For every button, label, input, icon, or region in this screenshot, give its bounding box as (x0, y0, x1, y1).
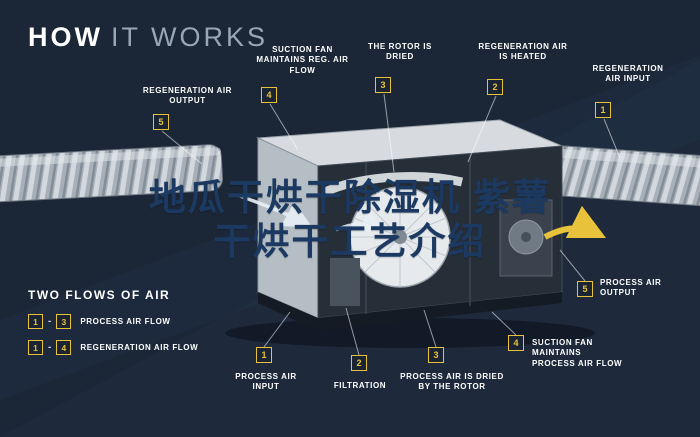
callout-number-4-bottom: 4 (508, 335, 524, 351)
leader-lines (161, 93, 621, 356)
machine-base (258, 292, 562, 331)
legend-num-start-process: 1 (28, 314, 43, 329)
legend-num-start-regen: 1 (28, 340, 43, 355)
legend-dash: - (48, 316, 52, 327)
legend-num-end-process: 3 (56, 314, 72, 329)
callout-regeneration-air-heated: REGENERATION AIR IS HEATED (478, 42, 568, 62)
machine-body (225, 119, 595, 348)
callout-number-2-bottom: 2 (351, 355, 367, 371)
overlay-headline: 地瓜干烘干除湿机 紫薯 干烘干工艺介绍 (0, 176, 700, 263)
process-air-in-arrow (239, 194, 313, 228)
legend-title: TWO FLOWS OF AIR (28, 288, 171, 302)
callout-suction-fan-reg: SUCTION FAN MAINTAINS REG. AIR FLOW (256, 45, 349, 75)
legend-dash: - (48, 342, 52, 353)
overlay-headline-line1: 地瓜干烘干除湿机 紫薯 (148, 177, 552, 218)
callout-number-3-bottom: 3 (428, 347, 444, 363)
callout-filtration: FILTRATION (333, 381, 387, 390)
legend-row-regeneration: 1 - 4 REGENERATION AIR FLOW (28, 340, 198, 355)
callout-number-1-bottom: 1 (256, 347, 272, 363)
airflow-arrows (239, 194, 607, 240)
callout-regeneration-air-input: REGENERATION AIR INPUT (592, 64, 664, 84)
process-air-out-arrow (543, 205, 607, 240)
inner-flow-arrow (335, 209, 386, 232)
callout-number-5-bottom: 5 (577, 281, 593, 297)
callout-number-5-top: 5 (153, 114, 169, 130)
legend-two-flows: TWO FLOWS OF AIR 1 - 3 PROCESS AIR FLOW … (28, 288, 198, 366)
callout-number-1-top: 1 (595, 102, 611, 118)
callout-regeneration-air-output: REGENERATION AIR OUTPUT (142, 86, 233, 106)
legend-label-process: PROCESS AIR FLOW (80, 317, 171, 326)
callout-process-air-input: PROCESS AIR INPUT (235, 372, 297, 392)
legend-row-process: 1 - 3 PROCESS AIR FLOW (28, 314, 198, 329)
inner-duct (323, 172, 464, 197)
legend-label-regen: REGENERATION AIR FLOW (80, 343, 199, 352)
title-bold: HOW (28, 22, 103, 52)
callout-suction-fan-process: SUCTION FAN MAINTAINS PROCESS AIR FLOW (532, 338, 623, 368)
callout-number-4-top: 4 (261, 87, 277, 103)
callout-process-air-dried: PROCESS AIR IS DRIED BY THE ROTOR (400, 372, 504, 392)
callout-process-air-output: PROCESS AIR OUTPUT (600, 278, 662, 298)
duct-right (536, 144, 700, 207)
callout-rotor-dried: THE ROTOR IS DRIED (368, 42, 432, 62)
suction-fan (499, 199, 553, 277)
callout-number-3-top: 3 (375, 77, 391, 93)
callout-number-2-top: 2 (487, 79, 503, 95)
duct-left (0, 144, 223, 203)
overlay-headline-line2: 干烘干工艺介绍 (213, 220, 487, 262)
filter-panel (330, 258, 360, 306)
title-light: IT WORKS (110, 22, 268, 52)
legend-num-end-regen: 4 (56, 340, 72, 355)
